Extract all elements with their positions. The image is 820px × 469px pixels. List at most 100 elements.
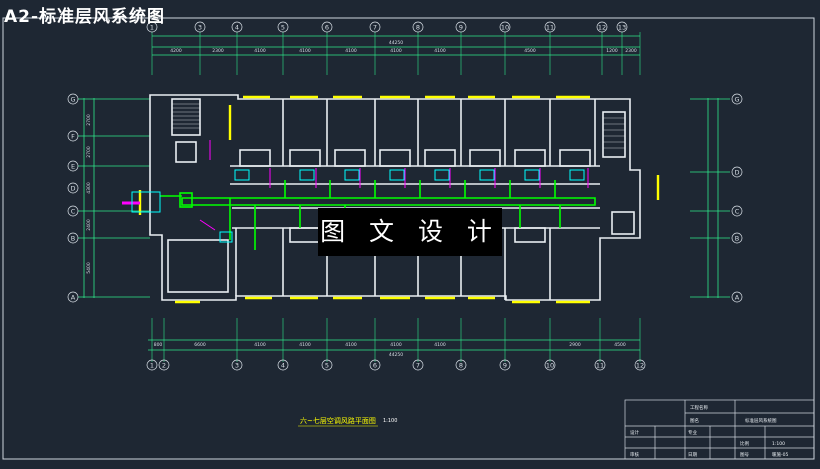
left-dimension-lines: [78, 98, 150, 298]
tb-mgr-label: 专业: [688, 429, 697, 436]
left-dim: 2400: [86, 219, 92, 231]
svg-text:C: C: [71, 208, 76, 216]
bottom-dim: 2900: [569, 342, 581, 348]
windows: [138, 95, 660, 304]
axis-bubble-bottom: 2: [158, 359, 170, 371]
svg-text:B: B: [735, 235, 739, 243]
svg-text:7: 7: [373, 24, 377, 32]
top-dimension-lines: [152, 35, 640, 56]
tb-drawing-name-value: 标准层风系统图: [745, 417, 777, 424]
stair-treads: [172, 103, 625, 149]
svg-text:D: D: [734, 169, 739, 177]
axis-bubble-bottom: 9: [499, 359, 511, 371]
svg-text:4: 4: [281, 362, 285, 370]
axis-bubble-bottom: 7: [412, 359, 424, 371]
tb-date-label: 日期: [688, 452, 697, 458]
tb-number-value: 暖施-05: [772, 451, 788, 458]
svg-text:4: 4: [235, 24, 239, 32]
left-dimension-values: 2700 2700 4300 2400 5400: [86, 114, 92, 274]
top-dim: 4200: [170, 48, 182, 54]
axis-bubble-bottom: 11: [594, 359, 606, 371]
svg-text:8: 8: [459, 362, 463, 370]
bottom-dim: 4100: [299, 342, 311, 348]
air-ducts: [160, 180, 596, 250]
axis-bubble-left: B: [67, 232, 79, 244]
tb-number-label: 图号: [740, 452, 749, 458]
svg-text:12: 12: [598, 24, 606, 32]
bottom-dim: 4500: [614, 342, 626, 348]
axis-bubble-top: 13: [616, 21, 628, 33]
axis-bubble-left: E: [67, 160, 79, 172]
axis-bubble-top: 11: [544, 21, 556, 33]
left-dim: 2700: [86, 114, 92, 126]
axis-bubble-top: 3: [194, 21, 206, 33]
drawing-caption: 六~七层空调风路平面图: [300, 416, 376, 425]
hvac-equipment: [131, 169, 585, 243]
axis-bubble-right: C: [731, 205, 743, 217]
axis-bubble-right: G: [731, 93, 743, 105]
svg-text:3: 3: [198, 24, 202, 32]
svg-text:10: 10: [501, 24, 509, 32]
tb-drawing-name-label: 图名: [690, 417, 699, 424]
svg-text:10: 10: [546, 362, 554, 370]
svg-text:6: 6: [373, 362, 377, 370]
left-dim: 2700: [86, 146, 92, 158]
left-dim: 4300: [86, 182, 92, 194]
axis-bubble-bottom: 8: [455, 359, 467, 371]
axis-bubble-top: 5: [277, 21, 289, 33]
watermark-banner: 图 文 设 计: [318, 208, 502, 256]
axis-bubble-bottom: 4: [277, 359, 289, 371]
svg-text:E: E: [71, 163, 75, 171]
svg-text:1: 1: [150, 24, 154, 32]
right-dimension-lines: [690, 98, 730, 298]
svg-text:3: 3: [235, 362, 239, 370]
tb-designer-label: 设计: [630, 429, 639, 436]
page-title: A2-标准层风系统图: [4, 7, 166, 27]
bottom-dim: 4100: [390, 342, 402, 348]
bottom-axis-ticks: [151, 318, 641, 362]
sheet-border: [2, 17, 815, 460]
bottom-dim: 800: [154, 342, 163, 348]
svg-text:A: A: [735, 294, 740, 302]
title-block-text: 工程名称 图名 标准层风系统图 设计 专业 比例 1:100 审核 日期 图号 …: [630, 404, 788, 458]
drawing-scale: 1:100: [383, 418, 397, 424]
svg-text:B: B: [71, 235, 75, 243]
svg-text:12: 12: [636, 362, 644, 370]
top-dim: 2300: [212, 48, 224, 54]
top-dimension-values: 4200 2300 4100 4100 4100 4100 4100 4500 …: [170, 48, 637, 54]
svg-text:C: C: [735, 208, 740, 216]
svg-text:13: 13: [618, 24, 626, 32]
axis-bubble-right: B: [731, 232, 743, 244]
top-total-dimension: 44250: [389, 40, 403, 46]
svg-text:G: G: [70, 96, 75, 104]
axis-bubble-top: 9: [455, 21, 467, 33]
tb-project-label: 工程名称: [690, 404, 708, 411]
svg-text:6: 6: [325, 24, 329, 32]
svg-text:7: 7: [416, 362, 420, 370]
axis-bubble-bottom: 12: [634, 359, 646, 371]
svg-text:2: 2: [162, 362, 166, 370]
svg-text:8: 8: [416, 24, 420, 32]
top-dim: 4500: [524, 48, 536, 54]
bottom-dimension-lines: [148, 339, 640, 351]
tb-scale-label: 比例: [740, 440, 749, 447]
top-dim: 4100: [254, 48, 266, 54]
top-dim: 4100: [299, 48, 311, 54]
svg-text:A: A: [71, 294, 76, 302]
top-axis-ticks: [151, 32, 641, 75]
top-dim: 2300: [625, 48, 637, 54]
axis-bubble-top: 12: [596, 21, 608, 33]
axis-bubble-bottom: 3: [231, 359, 243, 371]
bottom-dim: 4100: [254, 342, 266, 348]
title-block: [624, 399, 815, 460]
bottom-dimension-values: 800 6600 4100 4100 4100 4100 4100 2900 4…: [154, 342, 626, 348]
axis-bubble-right: A: [731, 291, 743, 303]
top-dim: 4100: [434, 48, 446, 54]
axis-bubble-top: 7: [369, 21, 381, 33]
tb-checker-label: 审核: [630, 451, 639, 458]
bottom-total-dimension: 44250: [389, 352, 403, 358]
svg-text:5: 5: [325, 362, 329, 370]
axis-bubble-left: F: [67, 130, 79, 142]
